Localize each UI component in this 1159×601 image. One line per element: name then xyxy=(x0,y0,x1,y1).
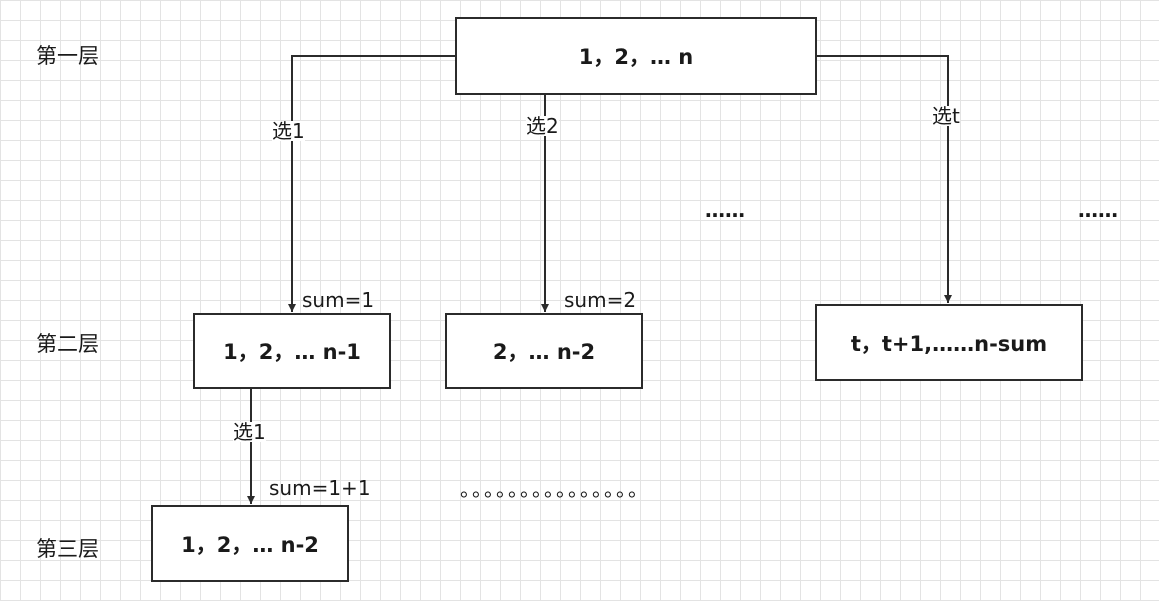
level-label-second: 第二层 xyxy=(36,332,99,356)
node-root: 1，2，… n xyxy=(455,17,817,95)
edge-label-choose1: 选1 xyxy=(272,119,305,143)
sum-label-1-plus-1: sum=1+1 xyxy=(269,476,371,500)
edge-label-choose-t: 选t xyxy=(932,104,960,128)
edge-label-choose2: 选2 xyxy=(526,114,559,138)
node-l3-choose1: 1，2，… n-2 xyxy=(151,505,349,582)
sum-label-1: sum=1 xyxy=(302,288,375,312)
node-l2-choose2: 2，… n-2 xyxy=(445,313,643,389)
sum-label-2: sum=2 xyxy=(564,288,637,312)
ellipsis-right: …… xyxy=(1078,198,1118,222)
node-l2-choose1: 1，2，… n-1 xyxy=(193,313,391,389)
node-l2-choose-t: t，t+1,……n-sum xyxy=(815,304,1083,381)
ellipsis-bottom: 。。。。。。。。。。。。。。。 xyxy=(460,477,650,501)
level-label-third: 第三层 xyxy=(36,537,99,561)
edge-choose1 xyxy=(288,55,456,312)
edge-choose-t xyxy=(816,55,952,303)
edge-label-l2-choose1: 选1 xyxy=(233,420,266,444)
level-label-first: 第一层 xyxy=(36,44,99,68)
ellipsis-mid: …… xyxy=(705,198,745,222)
